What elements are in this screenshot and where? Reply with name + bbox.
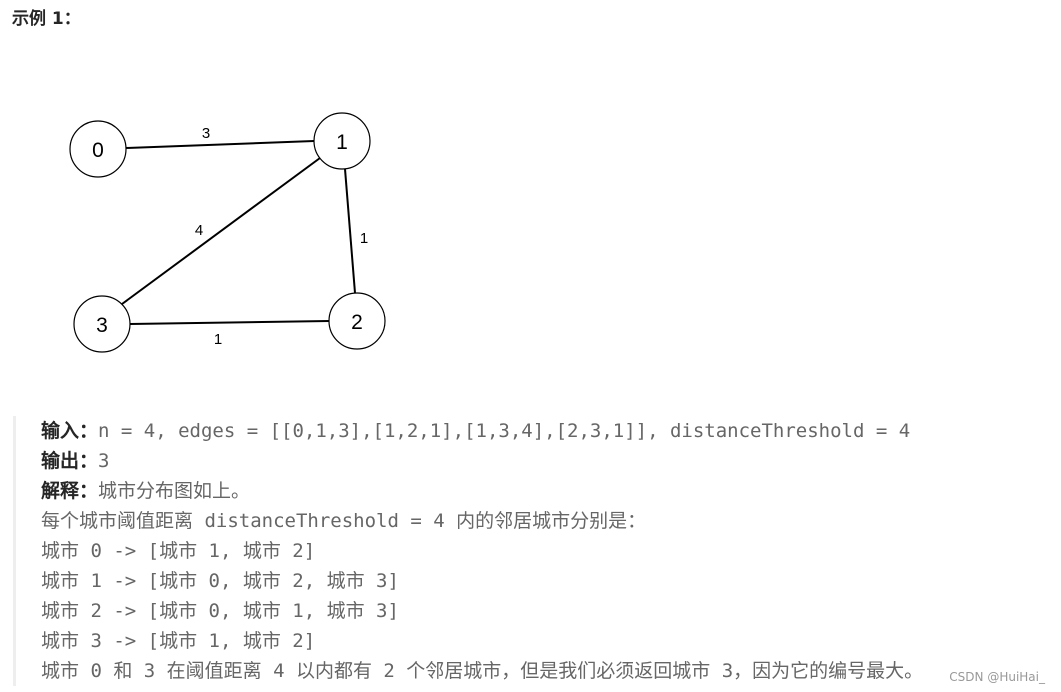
edge-0-1 [125,140,315,149]
example-heading: 示例 1： [12,9,81,29]
edge-label: 4 [195,222,203,239]
node-label: 0 [92,139,104,162]
explain-label: 解释： [41,480,99,502]
edge-1-3 [121,157,321,305]
edge-label: 1 [214,331,222,348]
node-label: 1 [336,131,348,154]
input-line: 输入：n = 4, edges = [[0,1,3],[1,2,1],[1,3,… [41,416,910,446]
output-value: 3 [98,450,110,472]
edge-1-2 [344,168,356,294]
explain-text: 城市 1 -> [城市 0, 城市 2, 城市 3] [41,570,399,592]
watermark: CSDN @HuiHai_ [949,670,1045,684]
edge-label: 3 [202,125,210,142]
output-line: 输出：3 [41,446,109,476]
explain-text: 城市 3 -> [城市 1, 城市 2] [41,630,316,652]
input-value: n = 4, edges = [[0,1,3],[1,2,1],[1,3,4],… [98,420,911,442]
explain-text: 每个城市阈值距离 distanceThreshold = 4 内的邻居城市分别是… [41,510,647,532]
node-label: 2 [351,311,363,334]
output-label: 输出： [41,450,99,472]
explain-text: 城市 2 -> [城市 0, 城市 1, 城市 3] [41,600,399,622]
explain-text: 城市 0 -> [城市 1, 城市 2] [41,540,316,562]
graph-diagram: 3 4 1 1 0 1 2 3 [69,112,386,353]
explain-line: 解释：城市分布图如上。 [41,476,250,506]
input-label: 输入： [41,420,99,442]
node-1 [313,112,371,170]
edge-3-2 [129,320,330,325]
explain-text: 城市 0 和 3 在阈值距离 4 以内都有 2 个邻居城市，但是我们必须返回城市… [41,660,924,682]
explain-value: 城市分布图如上。 [98,480,251,502]
node-0 [69,120,127,178]
example-block: 输入：n = 4, edges = [[0,1,3],[1,2,1],[1,3,… [13,416,1056,686]
edge-label: 1 [360,230,368,247]
node-3 [73,295,131,353]
node-label: 3 [96,314,108,337]
node-2 [328,292,386,350]
